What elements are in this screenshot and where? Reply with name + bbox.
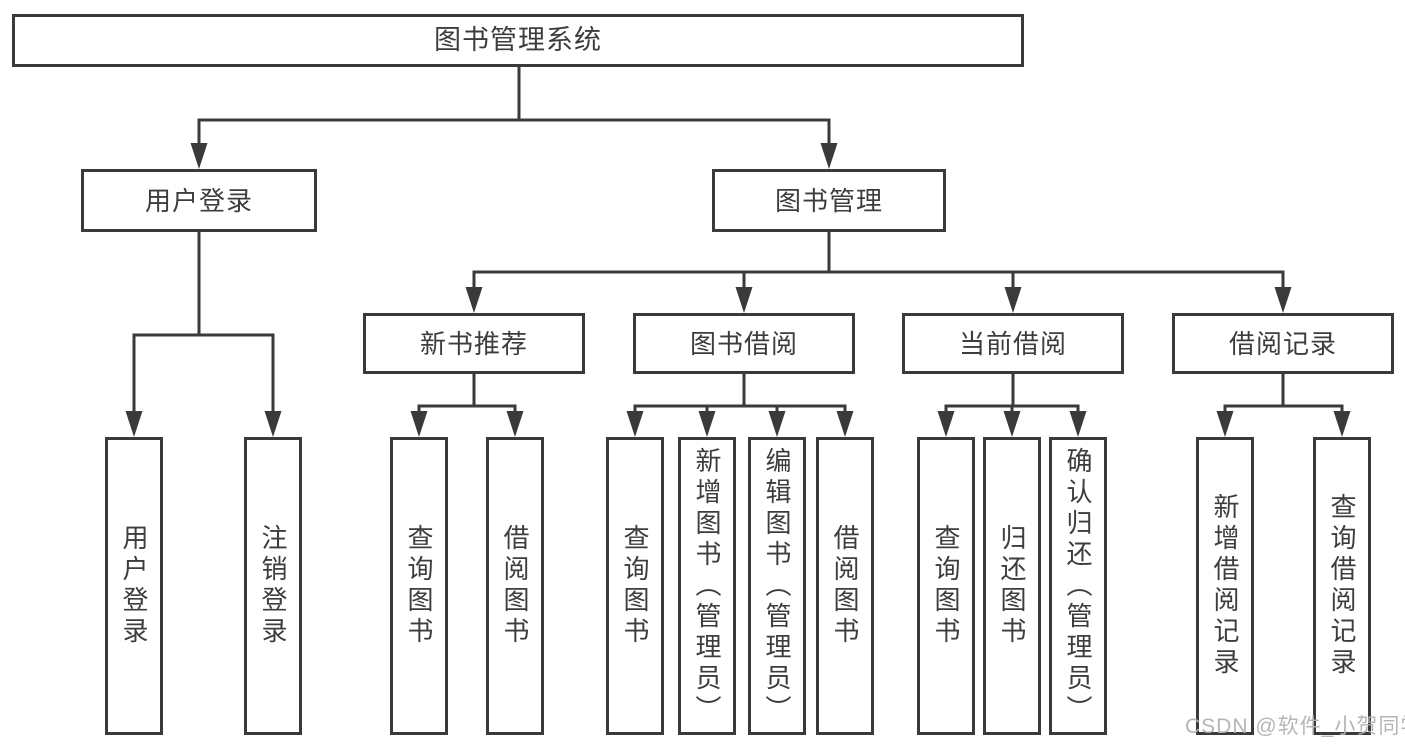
leaf-query-books-recommend: 查询图书 — [390, 437, 448, 735]
leaf-query-borrow-record: 查询借阅记录 — [1313, 437, 1371, 735]
leaf-label: 新增图书（管理员） — [692, 446, 722, 726]
connector-lines — [132, 66, 1344, 413]
node-label: 图书借阅 — [689, 328, 798, 359]
leaf-confirm-return-admin: 确认归还（管理员） — [1049, 437, 1107, 735]
node-label: 图书管理系统 — [434, 25, 602, 55]
leaf-borrow-books-borrowing: 借阅图书 — [816, 437, 874, 735]
leaf-user-login: 用户登录 — [105, 437, 163, 735]
leaf-label: 查询图书 — [620, 524, 650, 648]
node-borrowing-records: 借阅记录 — [1172, 313, 1394, 374]
node-label: 新书推荐 — [419, 328, 528, 359]
leaf-edit-book-admin: 编辑图书（管理员） — [748, 437, 806, 735]
node-book-management: 图书管理 — [712, 169, 946, 232]
node-label: 当前借阅 — [958, 328, 1067, 359]
leaf-label: 确认归还（管理员） — [1063, 446, 1093, 726]
node-label: 借阅记录 — [1228, 328, 1337, 359]
leaf-label: 新增借阅记录 — [1210, 493, 1240, 679]
csdn-watermark: CSDN @软件_小贺同学 — [1185, 715, 1405, 738]
leaf-label: 借阅图书 — [500, 524, 530, 648]
node-new-book-recommendation: 新书推荐 — [363, 313, 585, 374]
leaf-label: 编辑图书（管理员） — [762, 446, 792, 726]
node-current-borrowing: 当前借阅 — [902, 313, 1124, 374]
node-label: 图书管理 — [774, 185, 883, 216]
leaf-label: 用户登录 — [119, 524, 149, 648]
leaf-return-book: 归还图书 — [983, 437, 1041, 735]
leaf-label: 借阅图书 — [830, 524, 860, 648]
node-user-login: 用户登录 — [81, 169, 317, 232]
leaf-logout: 注销登录 — [244, 437, 302, 735]
leaf-label: 归还图书 — [997, 524, 1027, 648]
leaf-add-borrow-record: 新增借阅记录 — [1196, 437, 1254, 735]
leaf-add-book-admin: 新增图书（管理员） — [678, 437, 736, 735]
leaf-label: 查询图书 — [931, 524, 961, 648]
leaf-query-books-borrowing: 查询图书 — [606, 437, 664, 735]
leaf-label: 注销登录 — [258, 524, 288, 648]
leaf-borrow-books-recommend: 借阅图书 — [486, 437, 544, 735]
node-book-borrowing: 图书借阅 — [633, 313, 855, 374]
leaf-query-books-current: 查询图书 — [917, 437, 975, 735]
node-label: 用户登录 — [144, 185, 253, 216]
leaf-label: 查询图书 — [404, 524, 434, 648]
node-library-management-system: 图书管理系统 — [12, 14, 1024, 67]
leaf-label: 查询借阅记录 — [1327, 493, 1357, 679]
